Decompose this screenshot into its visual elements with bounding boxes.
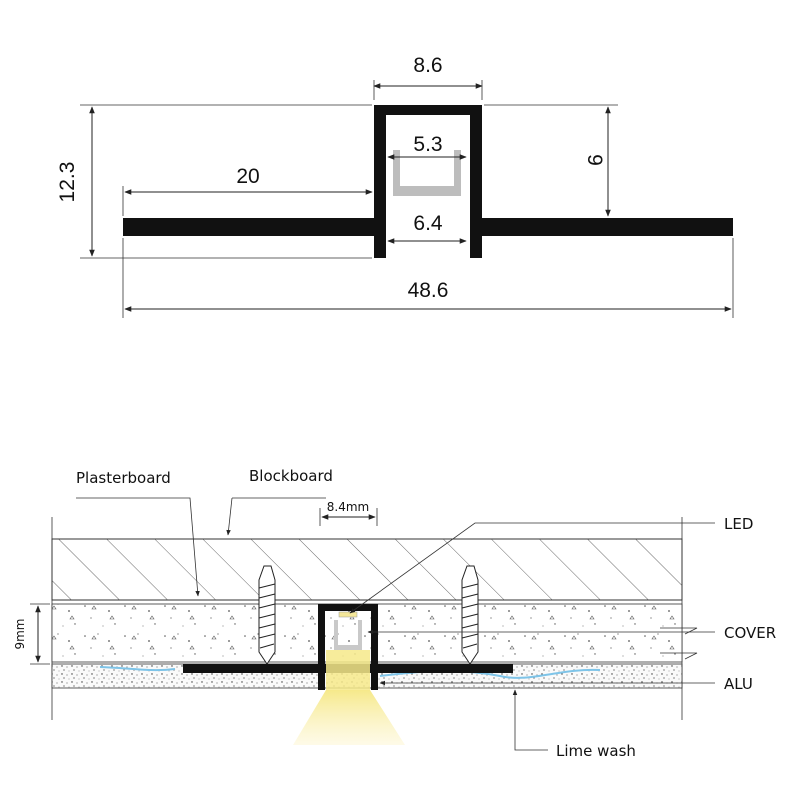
installation-section: 8.4mm 9mm Plasterboard Blockboard LED CO… — [13, 467, 776, 760]
alu-channel — [318, 604, 378, 690]
profile-section: 8.6 5.3 6.4 12.3 20 9 48.6 — [56, 54, 734, 318]
dim-depth: 9 — [583, 154, 606, 166]
dim-inner-top: 5.3 — [413, 133, 442, 156]
aluminium-profile — [123, 105, 733, 258]
dim-total-width: 48.6 — [408, 279, 449, 302]
screw-right — [461, 565, 479, 665]
dim-thickness: 9mm — [13, 618, 27, 649]
light-beam — [293, 690, 405, 745]
label-alu: ALU — [724, 675, 753, 693]
label-cover: COVER — [724, 624, 776, 642]
led-chip — [338, 611, 358, 618]
blockboard-layer — [51, 538, 683, 601]
cover-insert-installed — [334, 620, 362, 650]
label-led: LED — [724, 515, 753, 533]
dim-inner-bottom: 6.4 — [413, 212, 443, 235]
label-lime-wash: Lime wash — [556, 742, 636, 760]
dim-total-height: 12.3 — [56, 162, 79, 203]
label-plasterboard: Plasterboard — [76, 469, 171, 487]
dim-top-width: 8.6 — [413, 54, 442, 77]
screw-left — [258, 565, 276, 665]
dim-opening: 8.4mm — [327, 500, 369, 514]
label-blockboard: Blockboard — [249, 467, 333, 485]
dim-flange: 20 — [236, 165, 259, 188]
